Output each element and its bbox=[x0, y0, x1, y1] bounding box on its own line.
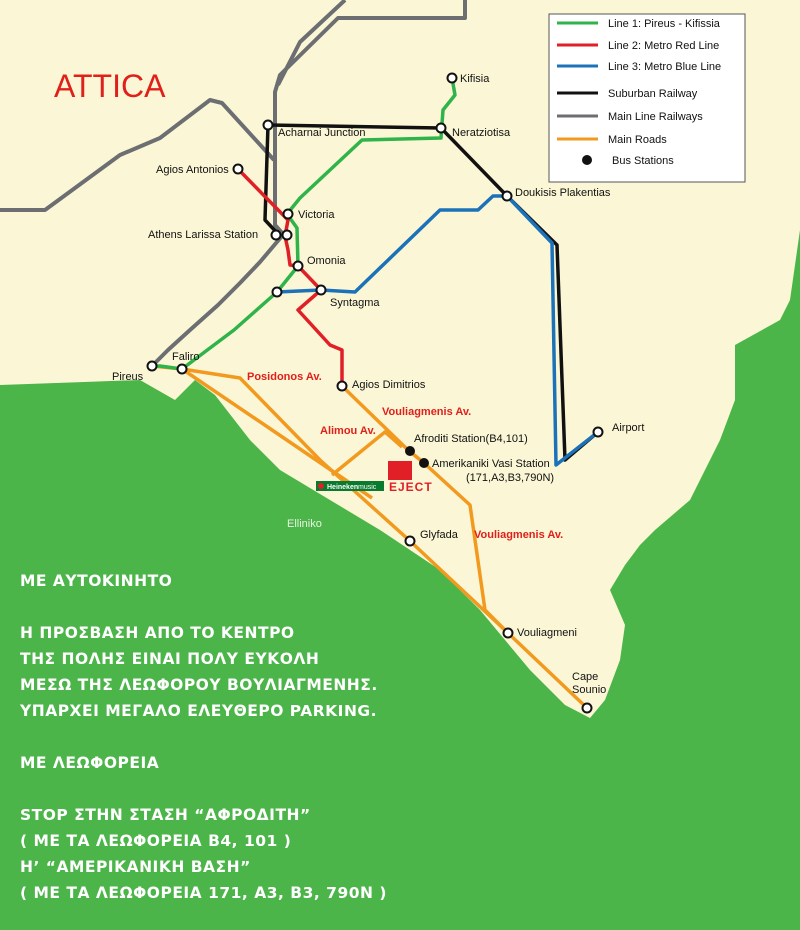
label-glyfada: Glyfada bbox=[420, 529, 459, 541]
station-syntagma[interactable] bbox=[315, 284, 327, 296]
station-glyfada[interactable] bbox=[404, 535, 416, 547]
car-heading: ΜΕ ΑΥΤΟΚΙΝΗΤΟ bbox=[20, 572, 173, 590]
bus-heading: ΜΕ ΛΕΩΦΟΡΕΙΑ bbox=[20, 754, 160, 772]
label-faliro: Faliro bbox=[172, 351, 200, 363]
legend-box bbox=[548, 13, 746, 183]
station-kifisia[interactable] bbox=[446, 72, 458, 84]
bus-line: Η’ “ΑΜΕΡΙΚΑΝΙΚΗ ΒΑΣΗ” bbox=[20, 858, 251, 876]
label-agios-antonios: Agios Antonios bbox=[156, 164, 229, 176]
legend-line3: Line 3: Metro Blue Line bbox=[608, 61, 721, 73]
legend-roads: Main Roads bbox=[608, 134, 667, 146]
legend-mainline: Main Line Railways bbox=[608, 111, 703, 123]
label-amerikaniki: Amerikaniki Vasi Station bbox=[432, 458, 550, 470]
station-agios-dimitrios[interactable] bbox=[336, 380, 348, 392]
car-line: ΤΗΣ ΠΟΛΗΣ ΕΙΝΑΙ ΠΟΛΥ ΕΥΚΟΛΗ bbox=[20, 650, 320, 668]
label-acharnai: Acharnai Junction bbox=[278, 127, 365, 139]
label-neratziotisa: Neratziotisa bbox=[452, 127, 511, 139]
station-omonia[interactable] bbox=[292, 260, 304, 272]
bus-station-afroditi[interactable] bbox=[405, 446, 415, 456]
label-vouliagmenis-lower: Vouliagmenis Av. bbox=[474, 529, 563, 541]
bus-stations bbox=[405, 446, 429, 468]
bus-line: STOP ΣΤΗΝ ΣΤΑΣΗ “ΑΦΡΟΔΙΤΗ” bbox=[20, 806, 311, 824]
car-line: ΥΠΑΡΧΕΙ ΜΕΓΑΛΟ ΕΛΕΥΘΕΡΟ PARKING. bbox=[20, 702, 378, 720]
region-title: ATTICA bbox=[54, 68, 166, 104]
label-pireus: Pireus bbox=[112, 371, 144, 383]
legend: Line 1: Pireus - Kifissia Line 2: Metro … bbox=[548, 13, 746, 183]
station-pireus[interactable] bbox=[146, 360, 158, 372]
station-vouliagmeni[interactable] bbox=[502, 627, 514, 639]
line-3-blue bbox=[276, 194, 600, 467]
main-line-railways bbox=[0, 0, 467, 368]
eject-logo-text: EJECT bbox=[389, 480, 433, 494]
line-1-green bbox=[152, 77, 457, 371]
label-alimou: Alimou Av. bbox=[320, 425, 376, 437]
station-acharnai[interactable] bbox=[262, 119, 274, 131]
label-vouliagmenis-upper: Vouliagmenis Av. bbox=[382, 406, 471, 418]
bus-line: ( ΜΕ ΤΑ ΛΕΩΦΟΡΕΙΑ 171, Α3, Β3, 790Ν ) bbox=[20, 884, 387, 902]
label-elliniko: Elliniko bbox=[287, 518, 322, 530]
label-doukisis: Doukisis Plakentias bbox=[515, 187, 611, 199]
eject-logo: EJECT bbox=[388, 461, 433, 494]
road-labels: Posidonos Av. Vouliagmenis Av. Alimou Av… bbox=[247, 371, 563, 541]
bus-station-amerikaniki[interactable] bbox=[419, 458, 429, 468]
station-agios-antonios[interactable] bbox=[232, 163, 244, 175]
station-airport[interactable] bbox=[592, 426, 604, 438]
label-airport: Airport bbox=[612, 422, 644, 434]
station-victoria[interactable] bbox=[282, 208, 294, 220]
car-line: ΜΕΣΩ ΤΗΣ ΛΕΩΦΟΡΟΥ ΒΟΥΛΙΑΓΜΕΝΗΣ. bbox=[20, 676, 378, 694]
legend-bus: Bus Stations bbox=[612, 155, 674, 167]
label-posidonos: Posidonos Av. bbox=[247, 371, 322, 383]
station-doukisis[interactable] bbox=[501, 190, 513, 202]
label-cape-1: Cape bbox=[572, 671, 598, 683]
heineken-music-text: music bbox=[358, 484, 377, 491]
label-omonia: Omonia bbox=[307, 255, 346, 267]
station-faliro[interactable] bbox=[176, 363, 188, 375]
bus-line: ( ΜΕ ΤΑ ΛΕΩΦΟΡΕΙΑ Β4, 101 ) bbox=[20, 832, 292, 850]
label-larissa: Athens Larissa Station bbox=[148, 229, 258, 241]
station-neratziotisa[interactable] bbox=[435, 122, 447, 134]
station-syntagma-green[interactable] bbox=[271, 286, 283, 298]
directions-text: ΜΕ ΑΥΤΟΚΙΝΗΤΟ Η ΠΡΟΣΒΑΣΗ ΑΠΟ ΤΟ ΚΕΝΤΡΟ Τ… bbox=[20, 568, 580, 906]
heineken-logo-text: Heineken bbox=[327, 484, 358, 491]
label-amerikaniki-buses: (171,A3,B3,790N) bbox=[466, 472, 554, 484]
stations bbox=[146, 72, 604, 714]
label-cape-2: Sounio bbox=[572, 684, 606, 696]
label-victoria: Victoria bbox=[298, 209, 335, 221]
legend-suburban: Suburban Railway bbox=[608, 88, 698, 100]
label-kifisia: Kifisia bbox=[460, 73, 490, 85]
legend-line2: Line 2: Metro Red Line bbox=[608, 40, 719, 52]
label-afroditi: Afroditi Station(B4,101) bbox=[414, 433, 528, 445]
car-line: Η ΠΡΟΣΒΑΣΗ ΑΠΟ ΤΟ ΚΕΝΤΡΟ bbox=[20, 624, 295, 642]
heineken-music-logo: Heineken music bbox=[316, 481, 384, 491]
label-agios-dimitrios: Agios Dimitrios bbox=[352, 379, 426, 391]
station-larissa-a[interactable] bbox=[270, 229, 282, 241]
legend-line1: Line 1: Pireus - Kifissia bbox=[608, 18, 721, 30]
label-vouliagmeni: Vouliagmeni bbox=[517, 627, 577, 639]
label-syntagma: Syntagma bbox=[330, 297, 380, 309]
venue-marker bbox=[388, 461, 412, 480]
station-labels: Kifisia Neratziotisa Acharnai Junction A… bbox=[112, 73, 644, 696]
station-cape-sounio[interactable] bbox=[581, 702, 593, 714]
station-larissa-b[interactable] bbox=[281, 229, 293, 241]
